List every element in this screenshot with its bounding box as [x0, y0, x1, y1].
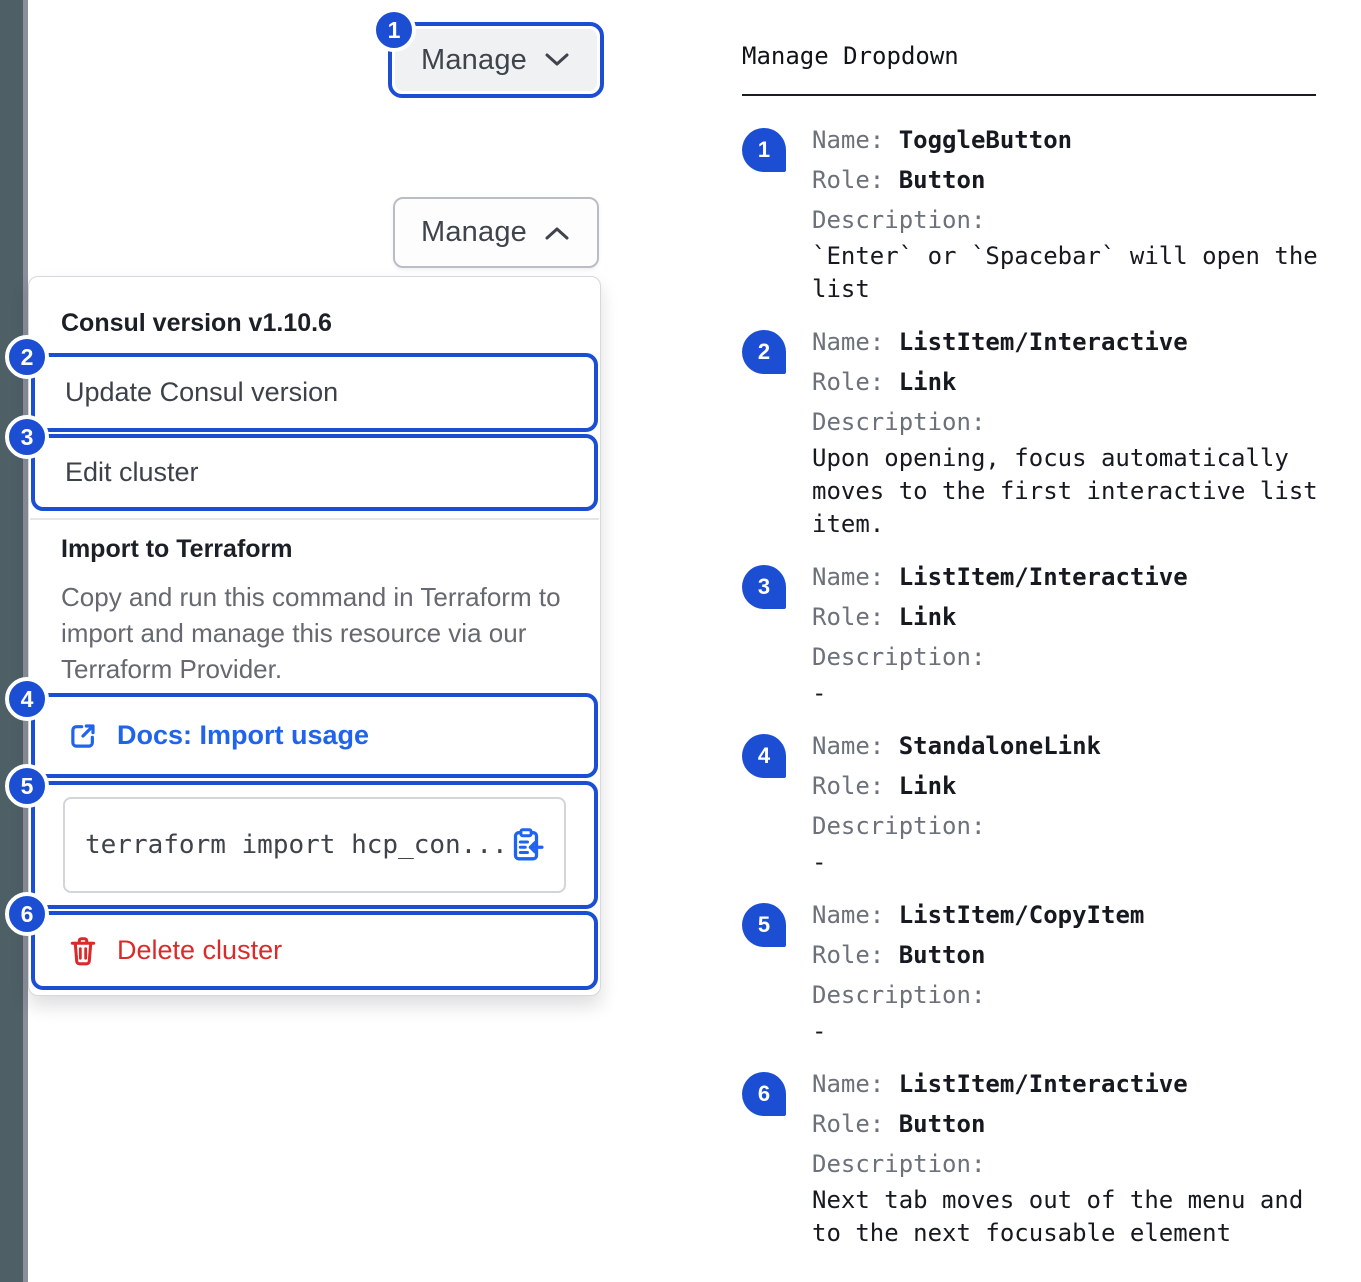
- component-name: ListItem/Interactive: [898, 1070, 1188, 1098]
- manage-dropdown-panel: Consul version v1.10.6 Update Consul ver…: [5, 276, 601, 996]
- annotation-item-3: 3 Name: ListItem/Interactive Role: Link …: [742, 557, 1322, 710]
- external-link-icon: [67, 720, 99, 752]
- manage-toggle-focus-ring: Manage: [388, 22, 604, 98]
- annotation-badge-5: 5: [5, 764, 49, 808]
- update-consul-version-label: Update Consul version: [65, 377, 339, 407]
- menu-item-docs-import-usage[interactable]: Docs: Import usage: [31, 693, 598, 778]
- annotation-item-3-badge: 3: [742, 565, 786, 609]
- manage-expanded-label: Manage: [421, 216, 527, 248]
- component-role: Link: [898, 772, 957, 800]
- annotation-item-1-badge: 1: [742, 128, 786, 172]
- delete-cluster-label: Delete cluster: [117, 935, 283, 965]
- terraform-command-field[interactable]: terraform import hcp_con...: [63, 797, 566, 893]
- annotation-item-1: 1 Name: ToggleButton Role: Button Descri…: [742, 120, 1322, 306]
- copy-clipboard-icon[interactable]: [508, 827, 544, 863]
- annotation-item-5: 5 Name: ListItem/CopyItem Role: Button D…: [742, 895, 1322, 1048]
- description-label: Description:: [812, 981, 986, 1009]
- annotations-title: Manage Dropdown: [742, 42, 959, 70]
- annotation-item-6: 6 Name: ListItem/Interactive Role: Butto…: [742, 1064, 1322, 1250]
- description-label: Description:: [812, 1150, 986, 1178]
- component-name: ToggleButton: [898, 126, 1073, 154]
- trash-icon: [67, 935, 99, 967]
- component-name: ListItem/Interactive: [898, 563, 1188, 591]
- annotation-badge-1: 1: [372, 8, 416, 52]
- component-role: Link: [898, 368, 957, 396]
- name-label: Name:: [812, 732, 885, 760]
- annotation-badge-2: 2: [5, 335, 49, 379]
- role-label: Role:: [812, 166, 885, 194]
- annotations-rule: [742, 94, 1316, 96]
- menu-item-delete-cluster[interactable]: Delete cluster: [31, 911, 598, 990]
- component-name: ListItem/CopyItem: [898, 901, 1145, 929]
- component-role: Link: [898, 603, 957, 631]
- annotation-item-2-badge: 2: [742, 330, 786, 374]
- docs-import-usage-link: Docs: Import usage: [117, 720, 370, 750]
- name-label: Name:: [812, 126, 885, 154]
- component-description: `Enter` or `Spacebar` will open the list: [812, 242, 1318, 303]
- annotation-badge-6: 6: [5, 892, 49, 936]
- component-description: -: [812, 679, 827, 707]
- component-description: Next tab moves out of the menu and to th…: [812, 1186, 1304, 1247]
- annotation-item-6-badge: 6: [742, 1072, 786, 1116]
- annotation-badge-4: 4: [5, 677, 49, 721]
- menu-item-edit-cluster[interactable]: Edit cluster: [31, 434, 598, 511]
- annotation-badge-3: 3: [5, 415, 49, 459]
- name-label: Name:: [812, 563, 885, 591]
- terraform-command-text: terraform import hcp_con...: [85, 830, 508, 860]
- annotation-item-5-badge: 5: [742, 903, 786, 947]
- annotation-item-2: 2 Name: ListItem/Interactive Role: Link …: [742, 322, 1322, 541]
- description-label: Description:: [812, 812, 986, 840]
- consul-version-header: Consul version v1.10.6: [61, 309, 332, 337]
- name-label: Name:: [812, 328, 885, 356]
- menu-item-copy-command: terraform import hcp_con...: [31, 781, 598, 909]
- menu-item-update-consul-version[interactable]: Update Consul version: [31, 353, 598, 432]
- role-label: Role:: [812, 603, 885, 631]
- component-role: Button: [898, 1110, 986, 1138]
- component-name: ListItem/Interactive: [898, 328, 1188, 356]
- component-role: Button: [898, 941, 986, 969]
- description-label: Description:: [812, 643, 986, 671]
- left-rail: [0, 0, 23, 1282]
- annotation-item-4: 4 Name: StandaloneLink Role: Link Descri…: [742, 726, 1322, 879]
- role-label: Role:: [812, 941, 885, 969]
- component-description: -: [812, 1017, 827, 1045]
- role-label: Role:: [812, 1110, 885, 1138]
- chevron-down-icon: [543, 51, 571, 69]
- menu-divider: [30, 518, 599, 520]
- component-description: Upon opening, focus automatically moves …: [812, 444, 1318, 538]
- component-name: StandaloneLink: [898, 732, 1101, 760]
- manage-toggle-button[interactable]: Manage: [395, 29, 597, 91]
- component-description: -: [812, 848, 827, 876]
- role-label: Role:: [812, 368, 885, 396]
- description-label: Description:: [812, 408, 986, 436]
- import-description: Copy and run this command in Terraform t…: [61, 582, 561, 684]
- name-label: Name:: [812, 1070, 885, 1098]
- import-to-terraform-header: Import to Terraform: [61, 535, 293, 563]
- description-label: Description:: [812, 206, 986, 234]
- name-label: Name:: [812, 901, 885, 929]
- chevron-up-icon: [543, 224, 571, 242]
- component-role: Button: [898, 166, 986, 194]
- annotation-item-4-badge: 4: [742, 734, 786, 778]
- edit-cluster-label: Edit cluster: [65, 457, 199, 487]
- annotation-list: Manage Dropdown 1 Name: ToggleButton Rol…: [742, 42, 1322, 1266]
- manage-toggle-label: Manage: [421, 43, 527, 76]
- left-rail-strip: [23, 0, 28, 1282]
- role-label: Role:: [812, 772, 885, 800]
- manage-expanded-button[interactable]: Manage: [393, 197, 599, 268]
